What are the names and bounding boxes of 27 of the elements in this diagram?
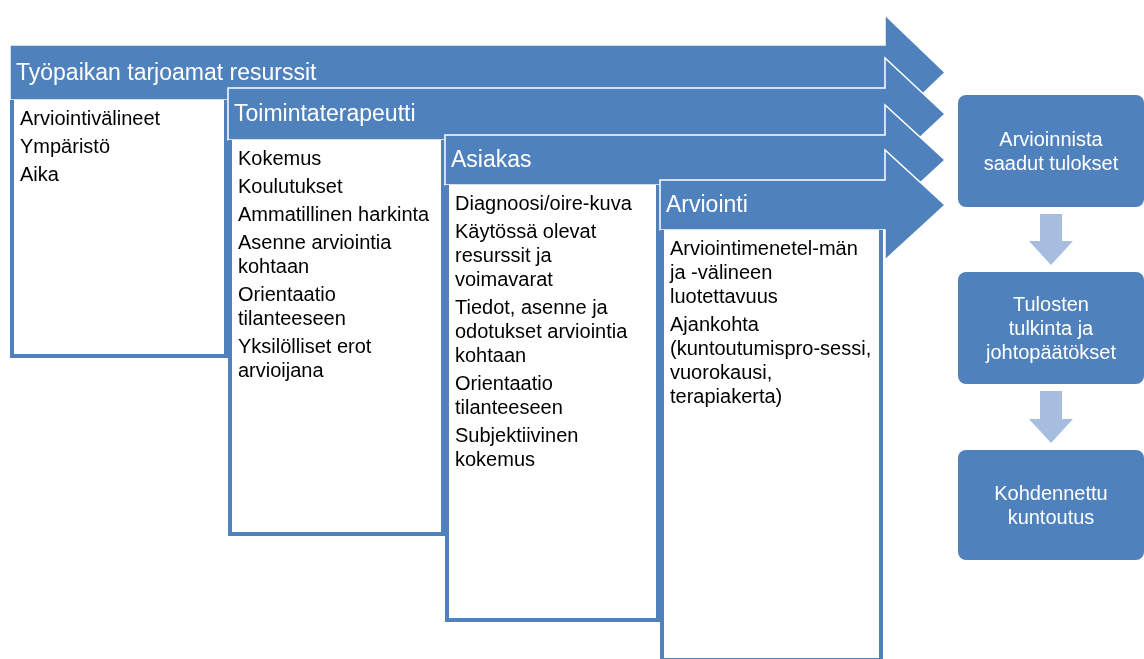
result-box: Arvioinnista saadut tulokset: [958, 95, 1144, 207]
band-heading: Asiakas: [451, 146, 532, 173]
list-item: Käytössä olevat resurssit ja voimavarat: [455, 219, 598, 291]
list-item: Ympäristö: [20, 134, 112, 158]
result-box: Kohdennettu kuntoutus: [958, 450, 1144, 560]
list-item: Koulutukset: [238, 174, 344, 198]
band-heading: Toimintaterapeutti: [234, 100, 416, 127]
list-item: Orientaatio tilanteeseen: [455, 371, 564, 419]
list-item: Kokemus: [238, 146, 323, 170]
band-heading: Arviointi: [666, 191, 748, 218]
list-item: Arviointimenetel-män ja -välineen luotettavuus: [670, 236, 859, 308]
list-item: Yksilölliset erot arvioijana: [238, 334, 373, 382]
list-item: Arviointivälineet: [20, 106, 162, 130]
list-item: Ammatillinen harkinta: [238, 202, 431, 226]
down-arrow: [1029, 214, 1073, 265]
list-item: Aika: [20, 162, 60, 186]
list-item: Tiedot, asenne ja odotukset arviointia kohtaan: [455, 295, 629, 367]
band-heading: Työpaikan tarjoamat resurssit: [16, 58, 317, 86]
list-item: Asenne arviointia kohtaan: [238, 230, 393, 278]
list-item: Orientaatio tilanteeseen: [238, 282, 347, 330]
list-item: Subjektiivinen kokemus: [455, 423, 580, 471]
list-item: Diagnoosi/oire-kuva: [455, 191, 633, 215]
list-panel: [10, 100, 228, 358]
down-arrow: [1029, 391, 1073, 443]
list-item: Ajankohta (kuntoutumispro-sessi, vuorokausi, terapiakerta): [670, 312, 873, 408]
list-panel: [660, 230, 883, 659]
result-box: Tulosten tulkinta ja johtopäätökset: [958, 272, 1144, 384]
